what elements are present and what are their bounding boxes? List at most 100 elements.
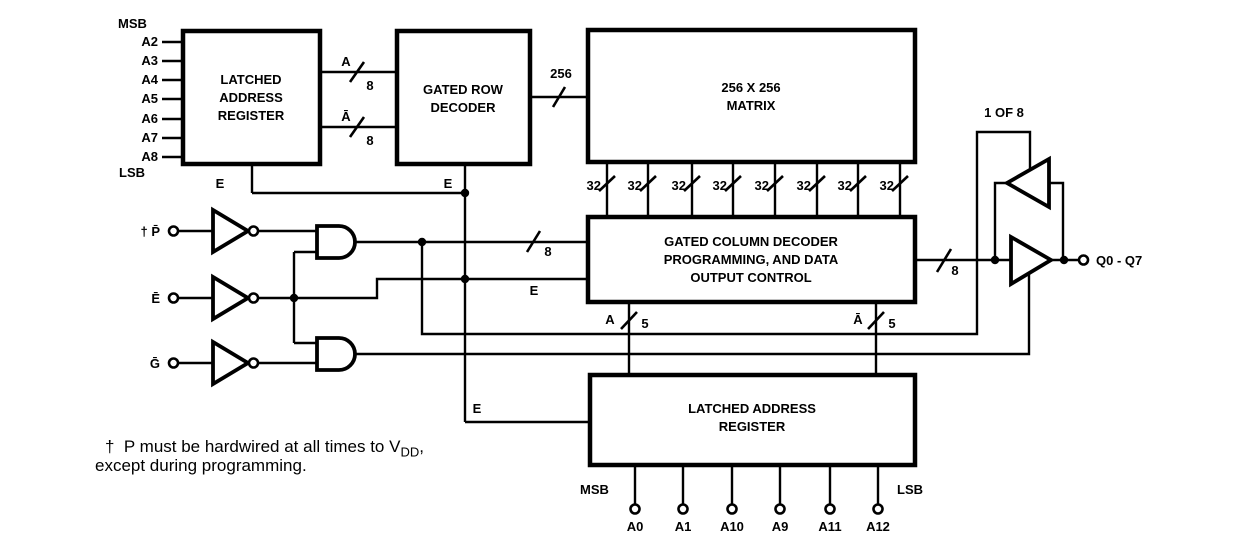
pin-a9-label: A9 xyxy=(772,519,789,534)
slash-data-in-icon xyxy=(525,230,542,253)
slash-data-out-icon xyxy=(935,248,953,273)
bus-a-width-label: 8 xyxy=(366,78,373,93)
p-bar-label: † P̄ xyxy=(140,224,160,239)
wires xyxy=(162,40,1079,505)
terminal-a10 xyxy=(726,503,738,515)
terminal-a9 xyxy=(774,503,786,515)
bus-slashes xyxy=(348,61,953,330)
inverter-e-icon xyxy=(211,273,252,323)
gated-row-decoder-box xyxy=(394,28,533,167)
wire-input-buffer-in xyxy=(1049,181,1065,260)
terminal-a0 xyxy=(629,503,641,515)
pin-a11-label: A11 xyxy=(818,519,841,534)
pin-a1-label: A1 xyxy=(675,519,692,534)
slash-256-icon xyxy=(551,86,567,108)
slash-32-3-icon xyxy=(683,175,701,192)
row-decoder-label-1: GATED ROW xyxy=(423,82,504,97)
matrix-box xyxy=(585,27,918,165)
bus-a5-width-label: 5 xyxy=(641,316,648,331)
latched-address-register-bottom-box xyxy=(587,372,918,468)
slash-32-6-icon xyxy=(808,175,826,192)
pin-a6-label: A6 xyxy=(141,111,158,126)
reg-top-label-1: LATCHED xyxy=(220,72,281,87)
e-bar-label: Ē xyxy=(151,291,160,306)
junction-and1-out xyxy=(417,237,427,247)
footnote-line-1-text: † P must be hardwired at all times to V xyxy=(105,437,401,456)
slash-a5-icon xyxy=(620,311,638,330)
wire-e-to-col-decoder xyxy=(258,277,588,300)
bus-32-label-4: 32 xyxy=(713,178,727,193)
footnote: † P must be hardwired at all times to VD… xyxy=(95,437,424,475)
pin-a7-label: A7 xyxy=(141,130,158,145)
matrix-label-1: 256 X 256 xyxy=(721,80,780,95)
terminal-e-bar xyxy=(167,292,180,304)
footnote-vdd-subscript: DD xyxy=(400,444,420,460)
slash-32-2-icon xyxy=(639,175,657,192)
bus-32-label-8: 32 xyxy=(880,178,894,193)
inverter-p-icon xyxy=(211,206,252,256)
footnote-line-1: † P must be hardwired at all times to VD… xyxy=(95,437,424,460)
gated-column-decoder-box xyxy=(585,214,918,305)
bus-32-label-3: 32 xyxy=(672,178,686,193)
junction-buffer-in-node xyxy=(990,255,1000,265)
slash-abar5-icon xyxy=(867,311,885,330)
enable-reg-bottom-label: E xyxy=(473,401,482,416)
input-buffer-icon xyxy=(1003,155,1051,211)
inverter-g-icon xyxy=(211,338,252,388)
bus-a-label: A xyxy=(341,54,351,69)
slash-32-1-icon xyxy=(598,175,616,192)
wire-input-buffer-out xyxy=(993,181,1007,260)
wire-and2-to-output-buffer-enable xyxy=(355,272,1031,356)
output-buffer-icon xyxy=(1009,233,1055,288)
pin-a0-label: A0 xyxy=(627,519,644,534)
latched-address-register-top-box xyxy=(180,28,323,167)
bus-abar5-label: Ā xyxy=(853,312,863,327)
bus-data-out-width-label: 8 xyxy=(951,263,958,278)
pin-a8-label: A8 xyxy=(141,149,158,164)
enable-reg-top-label: E xyxy=(216,176,225,191)
q-output-label: Q0 - Q7 xyxy=(1096,253,1142,268)
slash-32-7-icon xyxy=(849,175,867,192)
pin-a4-label: A4 xyxy=(141,72,158,87)
footnote-line-1-comma: , xyxy=(419,437,424,456)
slash-abar8-icon xyxy=(348,116,366,138)
lsb-bottom-label: LSB xyxy=(897,482,923,497)
col-decoder-label-2: PROGRAMMING, AND DATA xyxy=(664,252,839,267)
bus-256-label: 256 xyxy=(550,66,572,81)
enable-col-decoder-label: E xyxy=(530,283,539,298)
bus-abar-width-label: 8 xyxy=(366,133,373,148)
bus-a5-label: A xyxy=(605,312,615,327)
bus-32-label-2: 32 xyxy=(628,178,642,193)
slash-a8-icon xyxy=(348,61,366,83)
terminal-p-bar xyxy=(167,225,180,237)
bus-data-in-width-label: 8 xyxy=(544,244,551,259)
bus-abar-label: Ā xyxy=(341,109,351,124)
slash-32-8-icon xyxy=(891,175,909,192)
slash-32-5-icon xyxy=(766,175,784,192)
inverter-p-bubble-icon xyxy=(247,225,260,237)
pin-a12-label: A12 xyxy=(866,519,890,534)
bus-32-label-6: 32 xyxy=(797,178,811,193)
bus-32-label-7: 32 xyxy=(838,178,852,193)
pin-a2-label: A2 xyxy=(141,34,158,49)
reg-top-label-2: ADDRESS xyxy=(219,90,283,105)
inverter-g-bubble-icon xyxy=(247,357,260,369)
wire-and1-to-input-buffer-enable xyxy=(420,130,1032,336)
junction-e-col xyxy=(460,274,470,284)
bus-abar5-width-label: 5 xyxy=(888,316,895,331)
msb-bottom-label: MSB xyxy=(580,482,609,497)
pin-a10-label: A10 xyxy=(720,519,744,534)
reg-top-label-3: REGISTER xyxy=(218,108,285,123)
footnote-line-2: except during programming. xyxy=(95,456,307,475)
lsb-top-label: LSB xyxy=(119,165,145,180)
terminal-a11 xyxy=(824,503,836,515)
and-gate-program-icon xyxy=(315,224,357,260)
terminal-a1 xyxy=(677,503,689,515)
g-bar-label: Ḡ xyxy=(150,356,160,371)
terminal-g-bar xyxy=(167,357,180,369)
col-decoder-label-1: GATED COLUMN DECODER xyxy=(664,234,838,249)
reg-bottom-label-1: LATCHED ADDRESS xyxy=(688,401,816,416)
reg-bottom-label-2: REGISTER xyxy=(719,419,786,434)
